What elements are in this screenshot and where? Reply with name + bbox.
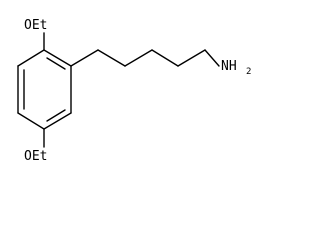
ring-bond-c3-c4 [43,112,72,130]
bond-ch2-up [124,49,153,67]
bottom-ethoxy-label: OEt [24,149,47,164]
bond-to-nitrogen [204,49,220,67]
ring-double-bond-inner-1 [46,57,66,70]
amine-label: NH [221,59,237,74]
ring-bond-c1-c2 [43,49,72,67]
ring-double-bond-inner-2 [46,109,66,122]
ring-bond-c6-c1 [17,49,45,67]
bond-ch2-up-b [177,49,206,67]
ring-bond-c4-c5 [17,112,45,130]
bond-ch2-to-ch2-b [151,49,179,67]
bond-ring-to-ch2 [70,49,99,67]
benzene-ring [17,49,72,130]
chemical-structure-diagram: OEt OEt NH 2 [17,18,251,164]
top-ethoxy-label: OEt [24,18,47,33]
bond-ch2-to-ch2 [97,49,126,67]
amine-subscript: 2 [246,67,251,77]
substituent-bonds [43,32,220,148]
